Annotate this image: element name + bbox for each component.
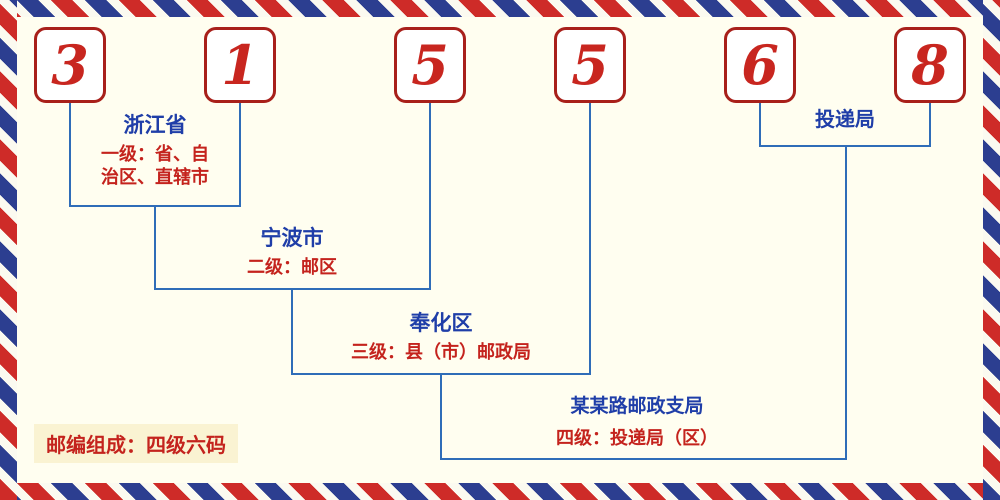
digit-5: 6 <box>741 33 779 97</box>
level2-right-line <box>429 103 431 288</box>
airmail-stripe-left <box>0 0 17 500</box>
level2-desc: 二级：邮区 <box>247 257 337 278</box>
level1-right-line <box>239 103 241 205</box>
level4-name: 某某路邮政支局 <box>570 395 704 417</box>
level4-right-line <box>845 145 847 458</box>
level3-right-line <box>589 103 591 373</box>
level3-name: 奉化区 <box>409 311 473 335</box>
airmail-stripe-right <box>983 0 1000 500</box>
airmail-stripe-top <box>0 0 1000 17</box>
digit-box-4: 5 <box>554 27 626 103</box>
delivery-right-line <box>929 103 931 145</box>
digit-box-1: 3 <box>34 27 106 103</box>
delivery-name: 投递局 <box>815 107 875 131</box>
delivery-left-line <box>759 103 761 145</box>
level4-left-line <box>440 373 442 458</box>
level1-name: 浙江省 <box>123 113 187 137</box>
level1-desc-line2: 治区、直辖市 <box>101 167 209 188</box>
composition-note: 邮编组成：四级六码 <box>34 424 238 463</box>
digit-box-5: 6 <box>724 27 796 103</box>
level1-desc-line1: 一级：省、自 <box>101 144 209 165</box>
digit-2: 1 <box>221 33 259 97</box>
airmail-stripe-bottom <box>0 483 1000 500</box>
level2-name: 宁波市 <box>260 226 324 250</box>
level4-desc: 四级：投递局（区） <box>556 428 718 449</box>
level3-left-line <box>291 288 293 373</box>
level4-bottom-line <box>440 458 847 460</box>
digit-1: 3 <box>51 33 89 97</box>
digit-6: 8 <box>911 33 949 97</box>
digit-3: 5 <box>411 33 449 97</box>
digit-4: 5 <box>571 33 609 97</box>
level1-desc: 一级：省、自 治区、直辖市 <box>55 143 255 189</box>
level1-left-line <box>69 103 71 205</box>
level3-desc: 三级：县（市）邮政局 <box>351 342 531 363</box>
level2-left-line <box>154 205 156 288</box>
digit-box-2: 1 <box>204 27 276 103</box>
digit-box-3: 5 <box>394 27 466 103</box>
digit-box-6: 8 <box>894 27 966 103</box>
